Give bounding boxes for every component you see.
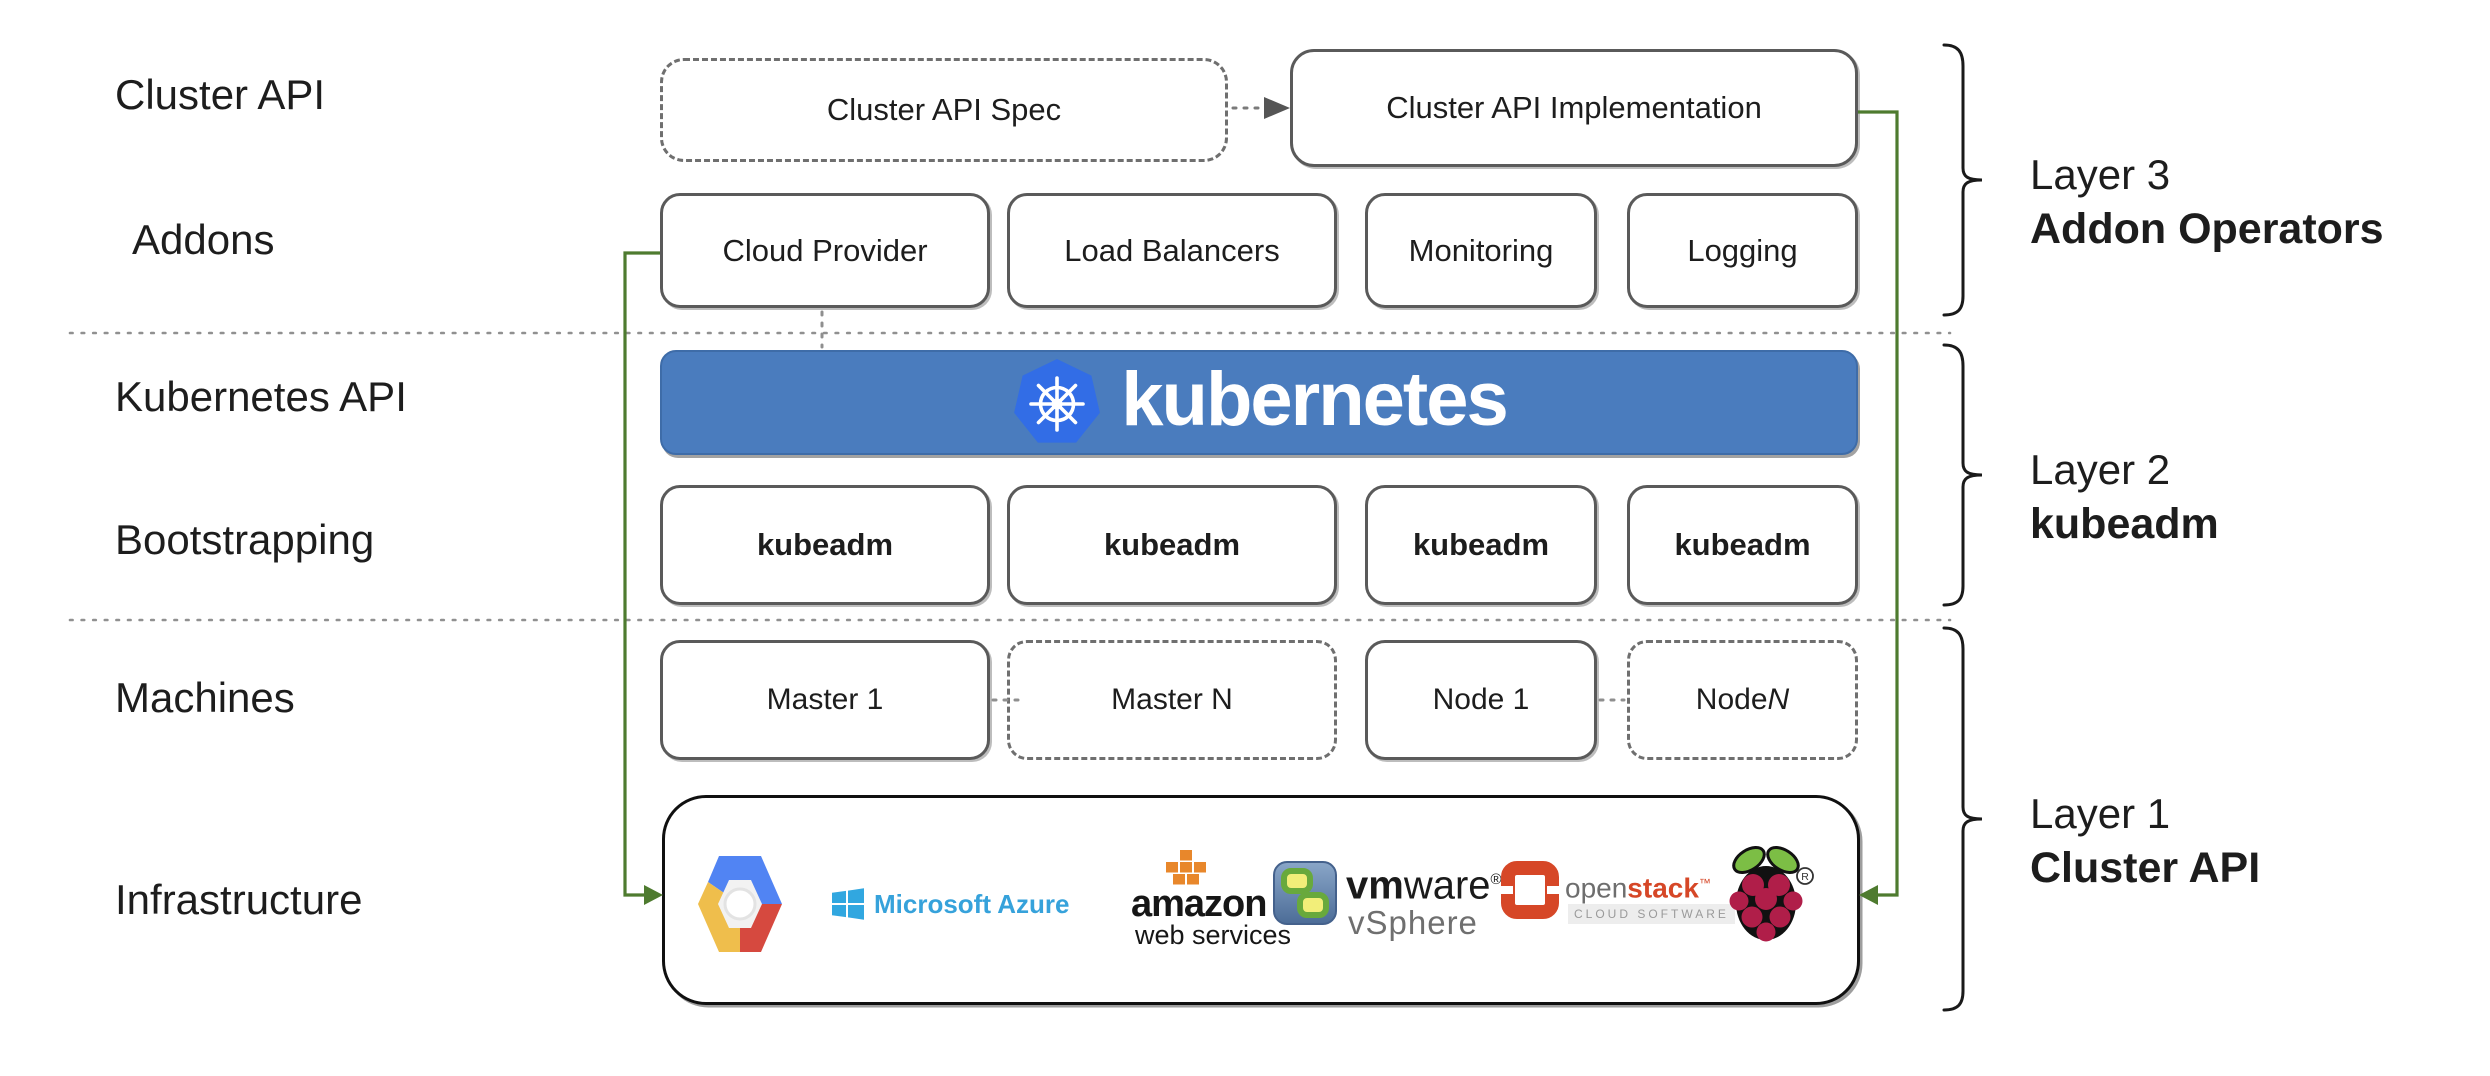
raspberry-pi-logo-icon — [1725, 843, 1809, 948]
vmware-bold-part: vm — [1346, 863, 1404, 908]
layer-2-name: Layer 2 — [2030, 446, 2171, 493]
raspberry-pi-registered-mark: R — [1795, 866, 1815, 889]
vmware-vsphere-logo-icon — [1273, 861, 1337, 930]
openstack-wordmark: openstack™ — [1565, 868, 1711, 903]
cluster-api-spec-label: Cluster API Spec — [826, 92, 1062, 127]
machine-box-node-n: Node N — [1627, 640, 1858, 760]
kubeadm-label: kubeadm — [756, 527, 894, 562]
machine-box-node-1: Node 1 — [1365, 640, 1597, 760]
right-green-arrowhead — [1859, 885, 1878, 905]
cloud-provider-to-infrastructure-green-line — [623, 251, 660, 897]
addon-label: Cloud Provider — [722, 232, 928, 268]
addon-label: Logging — [1687, 232, 1798, 268]
machine-label: Node — [1695, 683, 1768, 716]
addon-box-monitoring: Monitoring — [1365, 193, 1597, 308]
vmware-rest-part: ware — [1403, 863, 1491, 908]
google-cloud-platform-logo-icon — [698, 856, 782, 957]
kubeadm-box-1: kubeadm — [660, 485, 990, 605]
layer-2-brace — [1942, 343, 1983, 607]
row-label-kubernetes-api: Kubernetes API — [115, 373, 407, 420]
layer-1-brace — [1942, 626, 1983, 1012]
svg-text:R: R — [1801, 871, 1809, 883]
kubernetes-logo-icon — [1011, 357, 1103, 449]
row-label-cluster-api: Cluster API — [115, 71, 326, 118]
cluster-api-implementation-label: Cluster API Implementation — [1386, 90, 1762, 125]
machine-box-master-n: Master N — [1007, 640, 1337, 760]
kubeadm-box-4: kubeadm — [1627, 485, 1858, 605]
row-label-infrastructure: Infrastructure — [115, 876, 363, 923]
kubeadm-label: kubeadm — [1674, 527, 1811, 562]
machine-label: Node 1 — [1432, 683, 1530, 716]
microsoft-azure-logo-icon — [832, 888, 864, 925]
row-label-addons: Addons — [132, 216, 275, 263]
kubeadm-box-3: kubeadm — [1365, 485, 1597, 605]
addon-label: Load Balancers — [1064, 232, 1280, 268]
openstack-cloud-software-subtext: CLOUD SOFTWARE — [1568, 904, 1735, 924]
kubeadm-label: kubeadm — [1412, 527, 1550, 562]
kubernetes-banner: kubernetes — [660, 350, 1858, 455]
machine-box-master-1: Master 1 — [660, 640, 990, 760]
layer-1-annotation: Layer 1 Cluster API — [2030, 787, 2260, 895]
layer-1-title: Cluster API — [2030, 844, 2261, 892]
machine-label: Master 1 — [766, 683, 884, 716]
kubeadm-box-2: kubeadm — [1007, 485, 1337, 605]
addon-box-cloud-provider: Cloud Provider — [660, 193, 990, 308]
layer-3-title: Addon Operators — [2030, 205, 2384, 253]
openstack-trademark: ™ — [1698, 876, 1711, 890]
infrastructure-box: Microsoft Azure amazon web services — [662, 795, 1860, 1005]
addon-label: Monitoring — [1408, 232, 1554, 268]
row-label-machines: Machines — [115, 674, 295, 721]
openstack-open-part: open — [1565, 872, 1628, 904]
vmware-wordmark: vmware® — [1346, 860, 1502, 905]
layer-2-title: kubeadm — [2030, 500, 2219, 548]
kubeadm-label: kubeadm — [1103, 527, 1241, 562]
layer-3-brace — [1942, 43, 1983, 317]
vsphere-subtext: vSphere — [1348, 904, 1478, 941]
layer-3-name: Layer 3 — [2030, 151, 2171, 198]
addon-box-load-balancers: Load Balancers — [1007, 193, 1337, 308]
implementation-to-infrastructure-green-line — [1858, 110, 1899, 897]
layer-1-name: Layer 1 — [2030, 790, 2171, 837]
openstack-logo-icon — [1499, 861, 1561, 924]
cluster-api-spec-box: Cluster API Spec — [660, 58, 1228, 162]
kubernetes-wordmark: kubernetes — [1121, 357, 1508, 442]
addon-box-logging: Logging — [1627, 193, 1858, 308]
amazon-web-services-subtext: web services — [1135, 920, 1292, 950]
openstack-stack-part: stack — [1627, 872, 1699, 904]
layer-2-annotation: Layer 2 kubeadm — [2030, 443, 2219, 551]
amazon-wordmark: amazon — [1131, 883, 1267, 925]
cluster-api-implementation-box: Cluster API Implementation — [1290, 49, 1858, 167]
left-green-arrowhead — [644, 885, 663, 905]
layer-3-annotation: Layer 3 Addon Operators — [2030, 148, 2384, 256]
microsoft-azure-wordmark: Microsoft Azure — [874, 889, 1070, 919]
vmware-registered-mark: ® — [1490, 871, 1502, 888]
machine-label: Master N — [1111, 683, 1233, 716]
aws-boxes-icon — [1155, 850, 1217, 891]
spec-to-implementation-arrowhead — [1264, 97, 1290, 119]
machine-label-italic-n: N — [1767, 683, 1790, 716]
row-label-bootstrapping: Bootstrapping — [115, 516, 375, 563]
